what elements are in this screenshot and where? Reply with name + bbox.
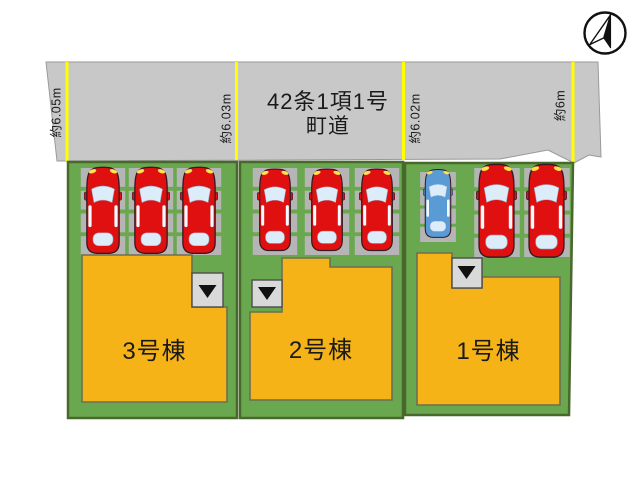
building-1-label: 1号棟 <box>456 338 521 365</box>
entrance-marker-2 <box>251 279 283 308</box>
building-3-label: 3号棟 <box>122 338 187 365</box>
boundary-line-2 <box>235 62 238 160</box>
car-icon-red <box>132 166 170 254</box>
entrance-marker-3 <box>191 272 224 308</box>
boundary-line-1 <box>65 62 69 161</box>
road-label-line2: 町道 <box>306 114 350 138</box>
entrance-arrow-icon <box>457 266 476 279</box>
measurement-label-3: 約6.02m <box>408 93 423 144</box>
building-3 <box>81 254 228 403</box>
entrance-arrow-icon <box>198 285 217 298</box>
measurement-label-4: 約6m <box>553 89 568 122</box>
car-icon-blue <box>423 168 453 238</box>
car-icon-red <box>180 166 218 254</box>
car-icon-red <box>526 163 567 258</box>
boundary-line-4 <box>571 62 575 163</box>
boundary-line-3 <box>402 62 405 160</box>
car-icon-red <box>309 168 345 252</box>
road-label: 42条1項1号 町道 <box>243 89 413 140</box>
road-label-line1: 42条1項1号 <box>267 89 389 114</box>
building-2 <box>249 257 393 401</box>
car-icon-red <box>84 166 122 254</box>
car-icon-red <box>476 163 517 258</box>
north-arrow-icon <box>583 11 627 55</box>
car-icon-red <box>257 168 293 252</box>
measurement-label-1: 約6.05m <box>49 87 64 138</box>
measurement-label-2: 約6.03m <box>219 93 234 144</box>
building-2-label: 2号棟 <box>288 337 354 364</box>
entrance-arrow-icon <box>258 287 276 300</box>
car-icon-red <box>359 168 395 252</box>
entrance-marker-1 <box>451 257 483 289</box>
